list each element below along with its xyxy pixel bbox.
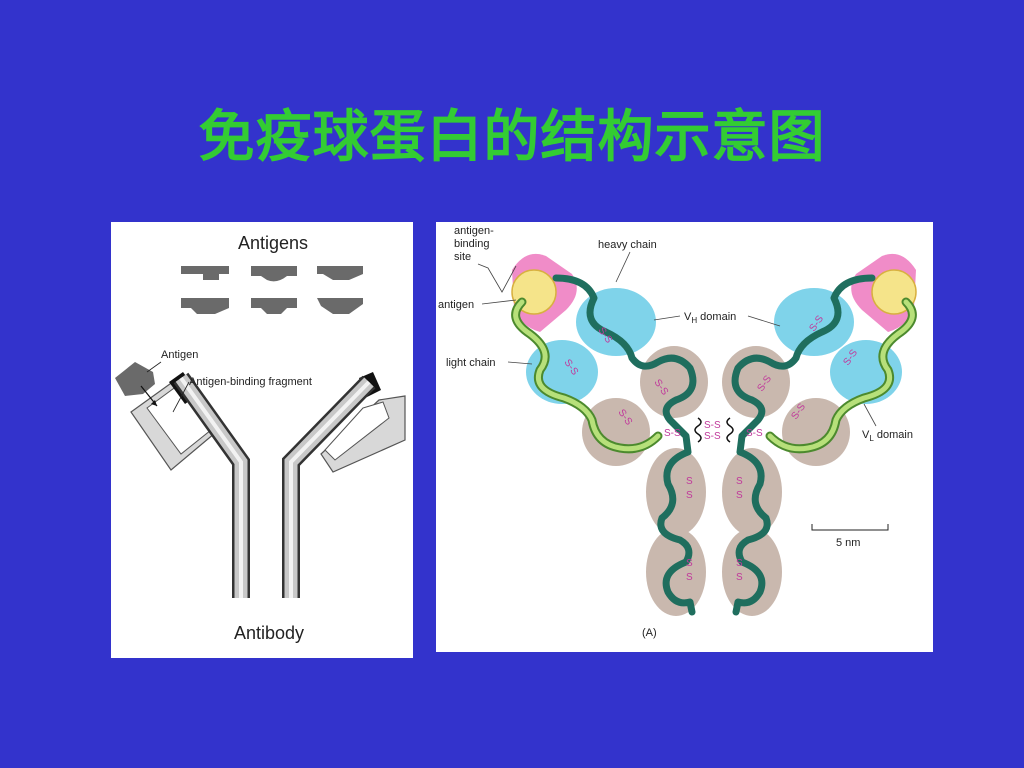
leader-lines [477, 251, 877, 427]
antigen-binding-site-label-line1: antigen- [454, 225, 494, 237]
vh-domain-left [576, 288, 656, 356]
heavy-chain-left [552, 274, 697, 616]
antigen-shape [251, 298, 297, 314]
disulfide-s: S [686, 558, 693, 569]
constant-domains [582, 346, 850, 616]
antigen-leader [481, 299, 517, 305]
disulfide-bond: S-S [704, 431, 721, 442]
disulfide-s: S [736, 558, 743, 569]
antigen-shapes [181, 266, 363, 314]
diagram-labels: antigen- binding site antigen heavy chai… [438, 225, 913, 639]
antibody-schematic-panel: Antigens [111, 222, 413, 658]
vl-domain-leader [863, 403, 877, 427]
heavy-chain-ch2-domain [722, 448, 782, 536]
fragment-label: Antigen-binding fragment [189, 376, 312, 388]
vh-domain-leader-left [653, 315, 681, 321]
bound-antigen-shape [115, 362, 155, 396]
heavy-chain-label: heavy chain [598, 239, 657, 251]
antibody-label: Antibody [234, 623, 304, 643]
slide-title: 免疫球蛋白的结构示意图 [198, 104, 826, 170]
variable-domains [526, 288, 902, 404]
immunoglobulin-structure-figure: S-S S-S S-S S-S S-S S-S S-S S-S S-S S-S … [438, 225, 917, 639]
panel-label: (A) [642, 627, 657, 639]
vh-domain-label: VH domain [684, 311, 736, 325]
disulfide-bond: S-S [746, 428, 763, 439]
antigen-binding-site-label-line3: site [454, 251, 471, 263]
antigen-label-right: antigen [438, 299, 474, 311]
vh-domain-leader-right [747, 315, 781, 327]
light-chain-label: light chain [446, 357, 496, 369]
immunoglobulin-structure-panel: S-S S-S S-S S-S S-S S-S S-S S-S S-S S-S … [436, 222, 933, 652]
antigen-pointer-line [146, 361, 162, 373]
disulfide-bond: S-S [664, 428, 681, 439]
antigen-shape [181, 298, 229, 314]
disulfide-s: S [686, 476, 693, 487]
fragment-pointer-line [172, 381, 190, 413]
hinge-region-left [694, 417, 702, 443]
disulfide-s: S [736, 490, 743, 501]
light-chain-leader [507, 361, 533, 365]
antigens-label: Antigens [238, 233, 308, 253]
antigen-shape [317, 298, 363, 314]
disulfide-bond: S-S [704, 420, 721, 431]
antigen-binding-site-label-line2: binding [454, 238, 489, 250]
vl-domain-label: VL domain [862, 429, 913, 443]
heavy-chains [552, 274, 876, 616]
heavy-chain-ch2-domain [646, 448, 706, 536]
disulfide-s: S [686, 490, 693, 501]
antigen-label: Antigen [161, 349, 198, 361]
antibody-left-arm [130, 372, 250, 598]
binding-site-bracket [477, 263, 517, 293]
hinge-region-right [726, 417, 734, 443]
antigen-shape [251, 266, 297, 282]
antigen-shape [181, 266, 229, 280]
scale-bar [811, 524, 889, 531]
disulfide-s: S [686, 572, 693, 583]
scale-bar-label: 5 nm [836, 537, 860, 549]
disulfide-s: S [736, 572, 743, 583]
antigen-shape [317, 266, 363, 280]
antibody-schematic-figure: Antigens [115, 233, 406, 643]
antigen-arrowhead [151, 400, 157, 406]
antibody-right-arm [282, 372, 406, 598]
heavy-chain-right [731, 274, 876, 616]
disulfide-s: S [736, 476, 743, 487]
heavy-chain-leader [615, 251, 631, 283]
